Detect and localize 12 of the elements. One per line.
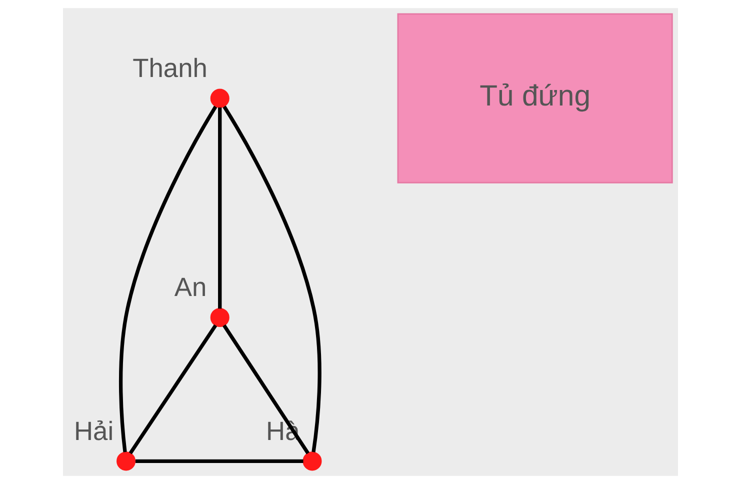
node-circle — [210, 88, 230, 108]
node-label: Thanh — [132, 52, 208, 83]
connector — [118, 106, 218, 452]
node-label: Hải — [74, 416, 114, 446]
connector — [218, 108, 222, 309]
node-circle — [210, 308, 230, 328]
node-box: Tủ đứng — [397, 13, 673, 184]
node-circle — [116, 452, 136, 471]
connector — [136, 459, 304, 463]
node-label: An — [174, 272, 207, 302]
node-circle — [302, 452, 322, 471]
connector — [128, 324, 218, 454]
